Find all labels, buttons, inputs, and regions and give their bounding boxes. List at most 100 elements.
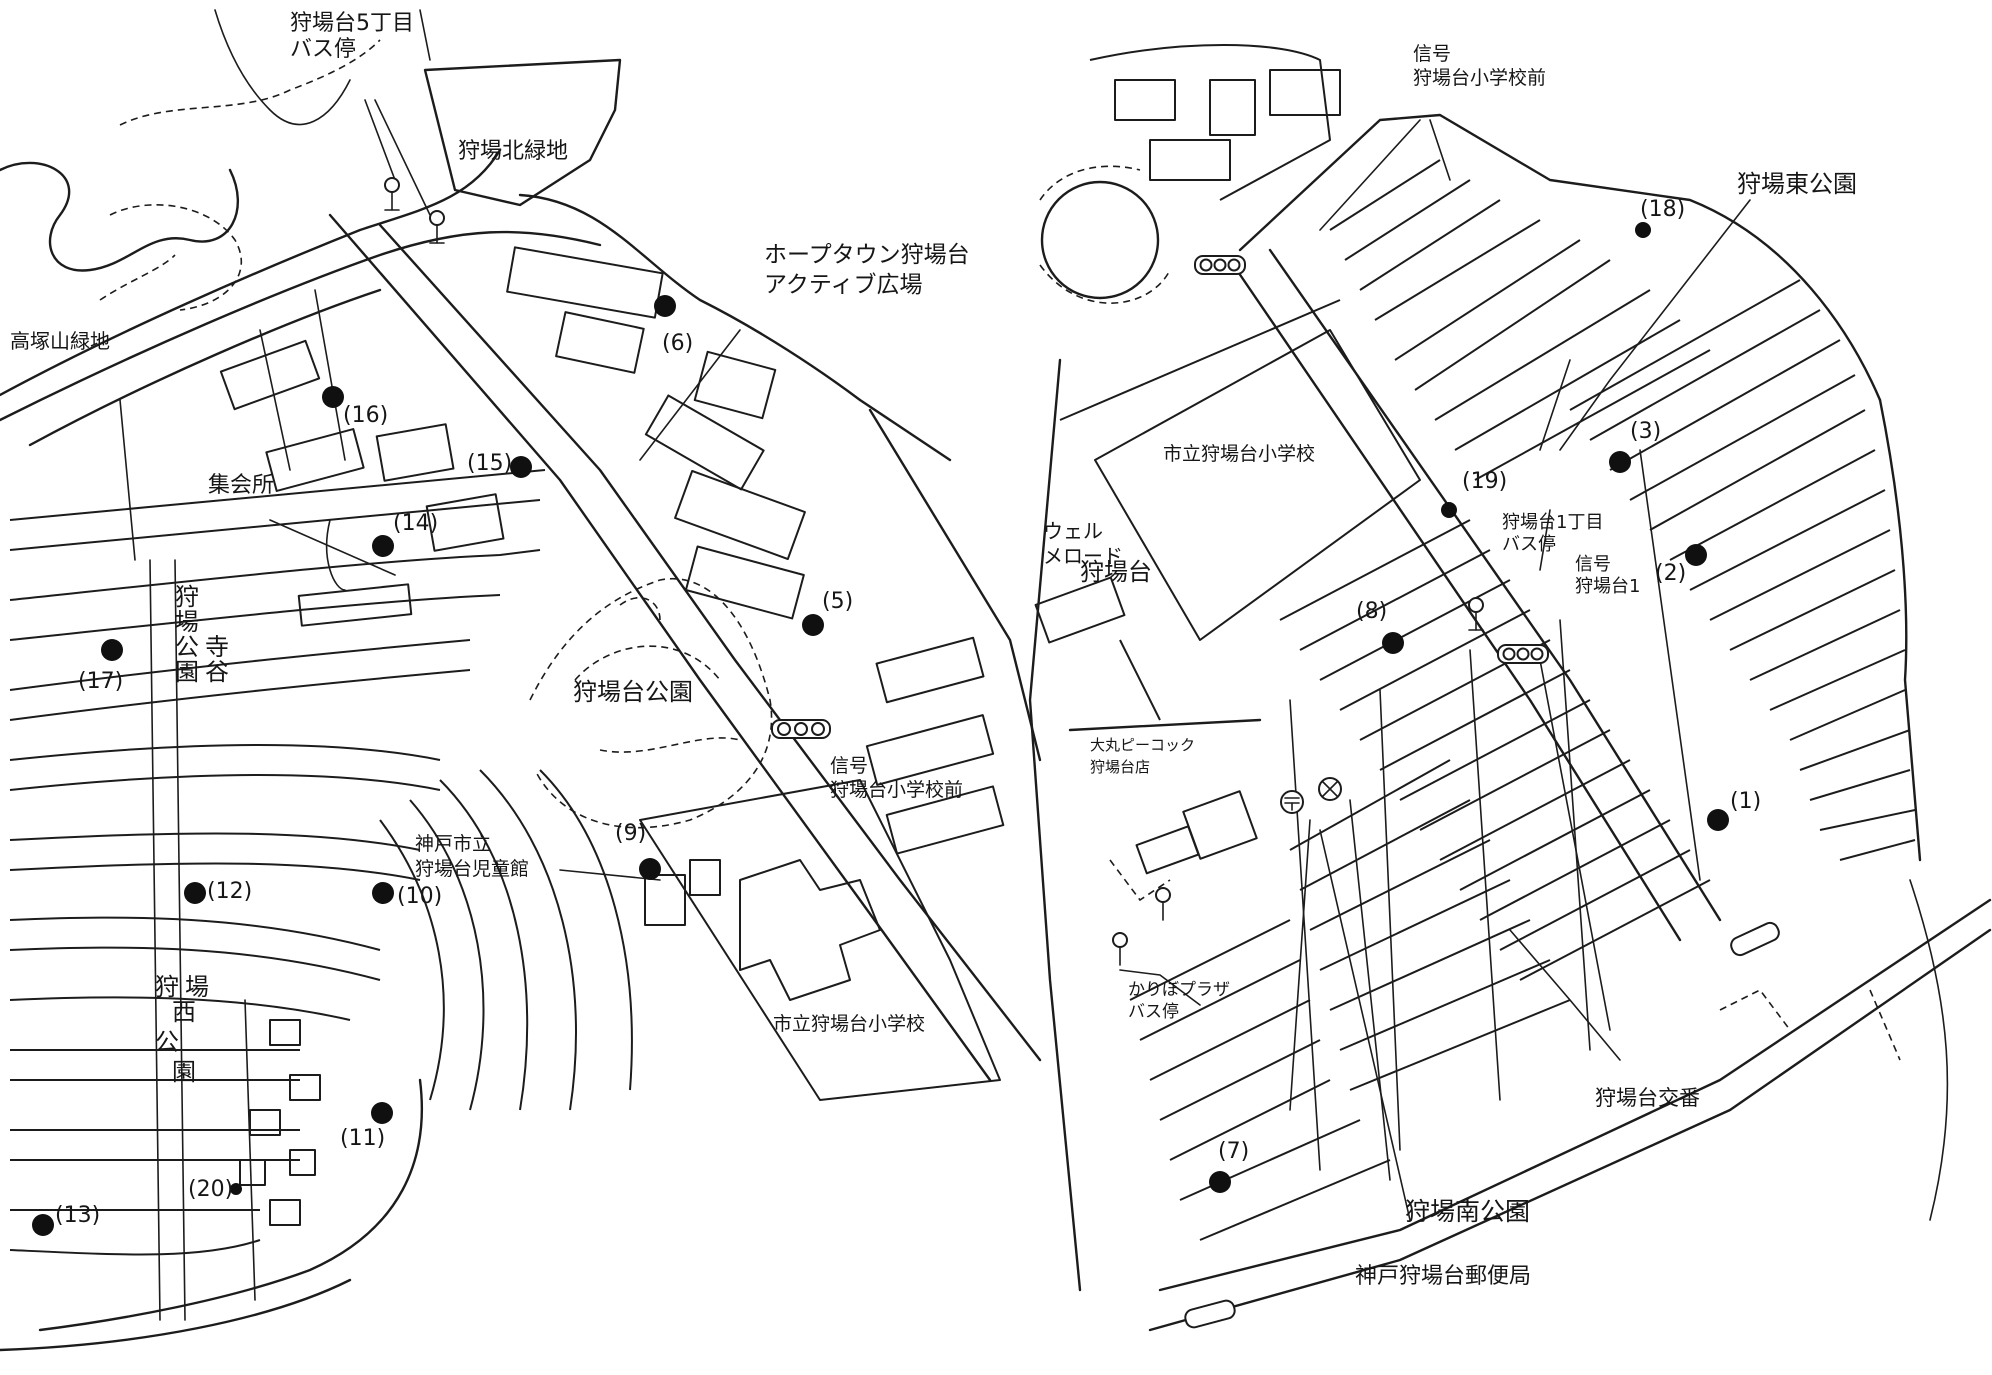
site-marker-dot (32, 1214, 54, 1236)
bus-stop-icon (1468, 597, 1484, 631)
main-road-east-edge (378, 223, 1042, 1062)
school-building-left (739, 859, 881, 1001)
site-marker-dot (230, 1183, 242, 1195)
bus-stop-icon (429, 210, 445, 244)
school-right-outline (1094, 329, 1421, 641)
bus-stop-icon (384, 177, 400, 211)
site-markers: (1)(2)(3)(5)(6)(7)(8)(9)(10)(11)(12)(13)… (32, 197, 1761, 1236)
site-marker-dot (1441, 502, 1457, 518)
site-marker-label: (17) (78, 669, 123, 694)
bus-5chome-label: バス停 (290, 37, 356, 62)
kariba-park-outline (529, 577, 773, 829)
karibo-plaza-label: かりぼプラザ (1128, 980, 1230, 1000)
traffic-light-icon (1194, 255, 1246, 275)
bus-1chome-label: 狩場台1丁目 (1502, 512, 1603, 533)
traffic-light-icon (1730, 921, 1780, 957)
site-marker-dot (1685, 544, 1707, 566)
signal-right-label: 狩場台1 (1575, 576, 1640, 597)
site-marker-label: (16) (343, 403, 388, 428)
hill-outline (0, 161, 240, 272)
site-marker-label: (12) (207, 879, 252, 904)
nishi-park-label: 西 (172, 998, 196, 1026)
site-marker-dot (101, 639, 123, 661)
school-left-label: 市立狩場台小学校 (773, 1013, 925, 1035)
signal-right-label: 信号 (1575, 554, 1611, 575)
site-marker-dot (510, 456, 532, 478)
post-office-icon (1280, 790, 1304, 814)
main-road-right-west (1228, 258, 1682, 942)
bus-stop-icon (1155, 887, 1171, 921)
site-marker-label: (10) (397, 884, 442, 909)
takatsukayama-label: 高塚山緑地 (10, 329, 110, 353)
site-marker-dot (639, 858, 661, 880)
traffic-light-icon (1497, 644, 1549, 664)
hope-town-label: アクティブ広場 (764, 272, 922, 298)
site-marker-dot (1635, 222, 1651, 238)
site-marker-label: (15) (467, 451, 512, 476)
traffic-light-icon (771, 719, 831, 739)
site-marker-dot (1609, 451, 1631, 473)
nishi-park-label: 場 (185, 973, 209, 1001)
site-marker-dot (654, 295, 676, 317)
site-marker-label: (8) (1356, 599, 1387, 624)
right-map (1028, 44, 1992, 1332)
kita-ryokuchi-label: 狩場北緑地 (458, 139, 568, 164)
highway-north-edge (0, 148, 502, 397)
site-marker-label: (20) (188, 1177, 233, 1202)
site-marker-dot (1209, 1171, 1231, 1193)
teradani-park-label: 狩 (175, 583, 199, 611)
place-labels: 狩場台5丁目バス停狩場北緑地高塚山緑地ホープタウン狩場台アクティブ広場集会所狩場… (10, 11, 1857, 1289)
site-marker-label: (7) (1218, 1139, 1249, 1164)
bus-5chome-label: 狩場台5丁目 (290, 11, 414, 36)
teradani-park-label: 公 (175, 633, 199, 661)
teradani-park-label: 谷 (205, 658, 229, 686)
bus-1chome-label: バス停 (1502, 534, 1556, 555)
highway-south-edge (0, 230, 602, 422)
site-marker-label: (18) (1640, 197, 1685, 222)
site-marker-dot (1707, 809, 1729, 831)
main-road-west-edge (328, 213, 992, 1082)
nishi-park-label: 公 (155, 1028, 179, 1056)
site-marker-dot (372, 535, 394, 557)
peacock-label: 大丸ピーコック (1090, 736, 1195, 754)
higashi-park-label: 狩場東公園 (1737, 170, 1857, 198)
peacock-building (1182, 790, 1258, 860)
teradani-park-label: 場 (175, 608, 199, 636)
teradani-park-label: 寺 (205, 633, 229, 661)
site-marker-dot (322, 386, 344, 408)
traffic-light-icon (1184, 1299, 1236, 1329)
site-marker-dot (184, 882, 206, 904)
site-marker-label: (11) (340, 1126, 385, 1151)
site-marker-label: (1) (1730, 789, 1761, 814)
bus-stop-icon (1112, 932, 1128, 966)
site-marker-label: (2) (1655, 561, 1686, 586)
nishi-park-label: 狩 (155, 973, 179, 1001)
shukaisho-label: 集会所 (208, 473, 274, 498)
nishi-park-label: 園 (172, 1058, 196, 1086)
hope-town-label: ホープタウン狩場台 (764, 242, 970, 268)
site-marker-label: (14) (393, 511, 438, 536)
site-marker-label: (19) (1462, 469, 1507, 494)
wellroad-label: メロード (1043, 544, 1123, 568)
site-marker-dot (371, 1102, 393, 1124)
signal-top-label: 狩場台小学校前 (1413, 67, 1546, 89)
jidokan-building (644, 874, 686, 926)
site-marker-dot (802, 614, 824, 636)
police-box-icon (1318, 777, 1342, 801)
site-marker-dot (372, 882, 394, 904)
site-marker-label: (3) (1630, 419, 1661, 444)
post-office-label: 神戸狩場台郵便局 (1355, 1264, 1531, 1289)
round-green (1040, 180, 1160, 300)
peacock-label: 狩場台店 (1090, 758, 1150, 776)
signal-top-label: 信号 (1413, 43, 1451, 65)
site-marker-label: (5) (822, 589, 853, 614)
site-marker-label: (13) (55, 1203, 100, 1228)
signal-left-label: 狩場台小学校前 (830, 779, 963, 801)
left-map (0, 9, 1042, 1352)
wellroad-label: ウェル (1043, 519, 1103, 543)
site-marker-dot (1382, 632, 1404, 654)
kita-ryokuchi-outline (423, 58, 622, 207)
koban-label: 狩場台交番 (1595, 1086, 1700, 1110)
jidokan-label: 神戸市立 (415, 833, 491, 855)
